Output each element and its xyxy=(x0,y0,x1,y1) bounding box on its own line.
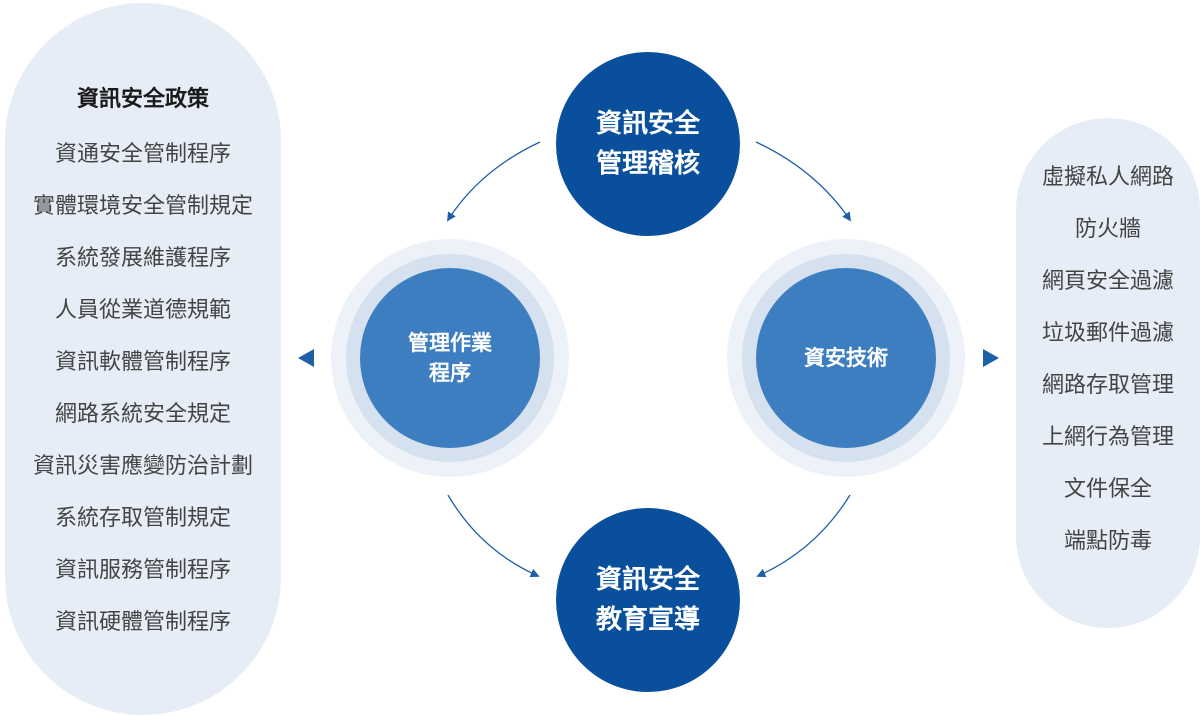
left-pointer-icon xyxy=(298,349,314,367)
right-pointer-icon xyxy=(983,349,999,367)
policy-heading: 資訊安全政策 xyxy=(76,87,209,112)
node-education: 資訊安全 教育宣導 xyxy=(556,508,740,692)
technology-item: 文件保全 xyxy=(1063,477,1152,502)
technology-item: 虛擬私人網路 xyxy=(1041,165,1174,190)
left-policy-panel: 資訊安全政策 資通安全管制程序 實體環境安全管制規定 系統發展維護程序 人員從業… xyxy=(5,3,281,715)
policy-item: 資訊硬體管制程序 xyxy=(54,610,231,635)
policy-item: 實體環境安全管制規定 xyxy=(32,194,253,219)
policy-item: 資訊災害應變防治計劃 xyxy=(32,454,253,479)
policy-item: 網路系統安全規定 xyxy=(54,402,231,427)
policy-item: 人員從業道德規範 xyxy=(54,298,231,323)
policy-item: 系統存取管制規定 xyxy=(54,506,231,531)
arrow-right-to-bottom xyxy=(756,494,851,578)
arrow-top-to-left xyxy=(447,141,541,222)
technology-item: 上網行為管理 xyxy=(1041,425,1174,450)
technology-list: 虛擬私人網路 防火牆 網頁安全過濾 垃圾郵件過濾 網路存取管理 上網行為管理 文… xyxy=(1016,158,1200,574)
node-education-line2: 教育宣導 xyxy=(595,605,700,635)
technology-item: 垃圾郵件過濾 xyxy=(1041,321,1174,346)
node-technology: 資安技術 xyxy=(756,268,936,448)
technology-item: 網頁安全過濾 xyxy=(1041,269,1174,294)
policy-item: 資訊服務管制程序 xyxy=(54,558,231,583)
policy-item: 資通安全管制程序 xyxy=(54,142,231,167)
right-technology-panel xyxy=(1016,118,1200,628)
node-procedures: 管理作業 程序 xyxy=(360,268,540,448)
technology-item: 網路存取管理 xyxy=(1041,373,1174,398)
policy-item: 資訊軟體管制程序 xyxy=(54,350,231,375)
node-audit-line1: 資訊安全 xyxy=(595,109,700,139)
technology-item: 防火牆 xyxy=(1074,217,1141,242)
node-education-line1: 資訊安全 xyxy=(595,565,700,595)
arrow-left-to-bottom xyxy=(447,494,540,578)
technology-item: 端點防毒 xyxy=(1063,529,1152,554)
policy-list: 資訊安全政策 資通安全管制程序 實體環境安全管制規定 系統發展維護程序 人員從業… xyxy=(5,82,281,657)
node-procedures-line2: 程序 xyxy=(429,361,471,385)
node-audit: 資訊安全 管理稽核 xyxy=(556,52,740,236)
node-technology-label: 資安技術 xyxy=(804,346,888,370)
node-procedures-line1: 管理作業 xyxy=(408,331,492,355)
node-audit-line2: 管理稽核 xyxy=(595,149,700,179)
arrow-top-to-right xyxy=(755,141,852,222)
policy-item: 系統發展維護程序 xyxy=(54,246,231,271)
